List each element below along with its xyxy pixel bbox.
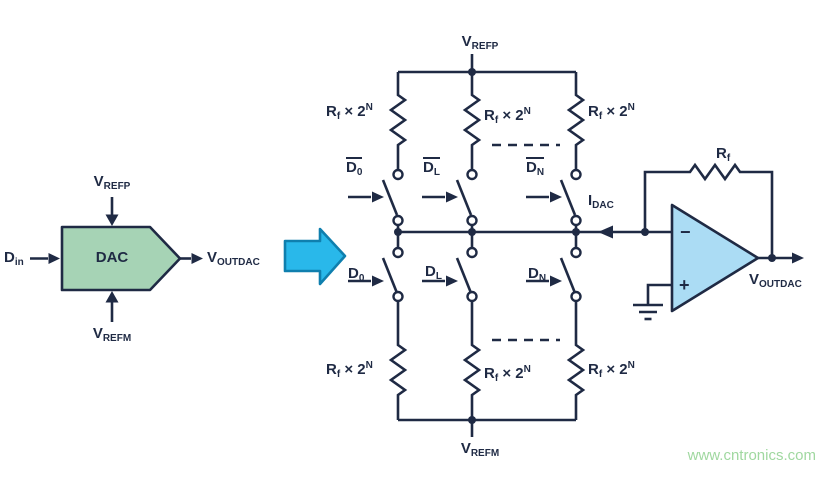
feedback-resistor-path <box>643 162 774 258</box>
label-d0-bar: D0 <box>346 157 363 178</box>
label-dn: DN <box>528 265 547 284</box>
ladder-bottom-rail <box>398 416 576 437</box>
switch-arrow-bottom-2 <box>422 275 458 287</box>
switch-arrow-bottom-1 <box>348 275 384 287</box>
label-voutdac-left: VOUTDAC <box>207 249 260 268</box>
dac-block-shape <box>60 225 182 292</box>
dac-output-arrow <box>180 253 203 264</box>
switch-arrow-bottom-3 <box>526 275 562 287</box>
label-rf-feedback: Rf <box>716 145 731 164</box>
label-vrefm-dac: VREFM <box>92 325 132 344</box>
opamp-plus-sign: + <box>679 275 690 295</box>
opamp-output-arrow <box>758 252 804 264</box>
switch-arrow-top-1 <box>348 191 384 203</box>
switch-top-3 <box>559 168 582 232</box>
switch-top-2 <box>455 168 478 232</box>
switch-arrow-top-2 <box>422 191 458 203</box>
label-vrefm-ladder: VREFM <box>460 440 500 459</box>
dac-vrefm-arrow <box>105 291 119 322</box>
dac-input-arrow <box>30 253 60 264</box>
dac-vrefp-arrow <box>105 197 119 226</box>
label-d-in: Din <box>4 249 24 268</box>
label-dn-bar: DN <box>526 157 545 178</box>
opamp-minus-sign: − <box>680 222 691 242</box>
resistor-bottom-1 <box>388 301 408 420</box>
label-dl: DL <box>425 263 442 282</box>
label-runit-top-2: Rf × 2N <box>484 106 531 126</box>
resistor-top-1 <box>388 72 408 170</box>
idac-current-arrow <box>598 225 613 239</box>
resistor-bottom-2 <box>462 301 482 420</box>
label-idac: IDAC <box>588 192 614 211</box>
label-runit-top-3: Rf × 2N <box>588 102 635 122</box>
label-vrefp-dac: VREFP <box>93 173 131 192</box>
resistor-top-2 <box>462 72 482 170</box>
resistor-top-3 <box>566 72 586 170</box>
label-runit-top-1: Rf × 2N <box>326 102 373 122</box>
switch-arrow-top-3 <box>526 191 562 203</box>
opamp-shape <box>670 203 760 313</box>
label-d0: D0 <box>348 265 365 284</box>
mid-rail <box>394 228 672 236</box>
opamp-plus-lead-ground <box>633 283 672 321</box>
label-voutdac-right: VOUTDAC <box>749 271 802 290</box>
switch-bottom-1 <box>381 232 404 303</box>
dac-block-label: DAC <box>95 248 129 266</box>
label-runit-bottom-3: Rf × 2N <box>588 360 635 380</box>
switch-bottom-2 <box>455 232 478 303</box>
resistor-bottom-3 <box>566 301 586 420</box>
label-runit-bottom-1: Rf × 2N <box>326 360 373 380</box>
switch-bottom-3 <box>559 232 582 303</box>
flow-arrow <box>283 227 347 286</box>
switch-top-1 <box>381 168 404 232</box>
label-dl-bar: DL <box>423 157 440 178</box>
label-vrefp-ladder: VREFP <box>461 33 499 52</box>
ladder-top-rail <box>398 54 576 76</box>
watermark: www.cntronics.com <box>687 447 816 464</box>
label-runit-bottom-2: Rf × 2N <box>484 364 531 384</box>
